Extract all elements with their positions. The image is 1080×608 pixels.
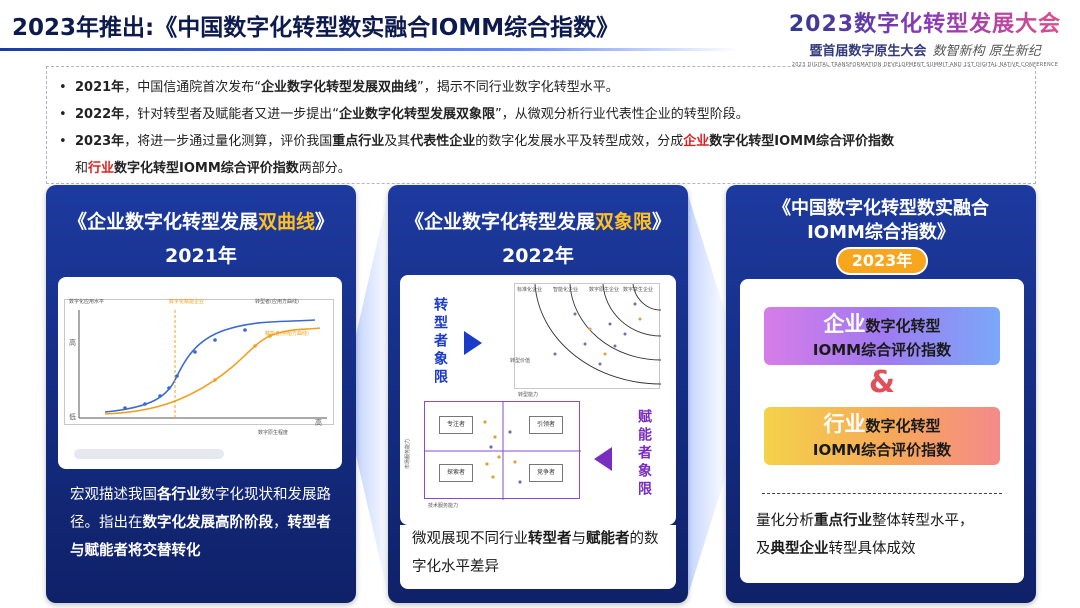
chart-xlabel: 数字原生程度 <box>258 430 289 436</box>
connector-beam-1 <box>356 195 388 595</box>
panel1-divider-bar <box>74 449 224 459</box>
axis-xhigh: 高 <box>315 419 322 427</box>
quadrant-box-focuser: 专注者 <box>439 416 473 434</box>
enabler-xlabel: 技术服务能力 <box>428 503 459 509</box>
curve-label-transformer: 转型者(应用方曲线) <box>255 299 299 305</box>
panel1-title: 《企业数字化转型发展双曲线》 <box>67 211 335 233</box>
panel2-description: 微观展现不同行业转型者与赋能者的数字化水平差异 <box>400 525 676 589</box>
page-title: 2023年推出:《中国数字化转型数实融合IOMM综合指数》 <box>12 15 620 41</box>
logo-slogan: 数智新构 原生新纪 <box>932 44 1041 59</box>
logo-line3: 2023 DIGITAL TRANSFORMATION DEVELOPMENT … <box>791 62 1059 68</box>
panel-iomm-index: 《中国数字化转型数实融合 IOMM综合指数》 2023年 企业数字化转型 IOM… <box>726 185 1036 603</box>
enterprise-index-card: 企业数字化转型 IOMM综合评价指数 <box>764 307 1000 365</box>
enabler-quadrant-svg <box>425 402 581 500</box>
panel2-year: 2022年 <box>502 245 574 267</box>
curve-label-supplier: 赋能者(供给方曲线) <box>265 331 309 337</box>
enabler-quadrant-chart: 专注者 引领者 探索者 竞争者 <box>424 401 581 500</box>
logo-line1: 2023数字化转型发展大会 <box>780 6 1070 38</box>
chart-ylabel: 数字化应用水平 <box>69 299 105 305</box>
panel2-title: 《企业数字化转型发展双象限》 <box>404 211 672 233</box>
panel1-chart-card: 数字化应用水平 数字化赋能企业 转型者(应用方曲线) 赋能者(供给方曲线) 高 … <box>58 277 342 469</box>
ampersand: & <box>868 365 896 400</box>
panel-dual-curve: 《企业数字化转型发展双曲线》 2021年 数字化应用水平 数字化赋能企 <box>46 185 356 603</box>
enabler-ylabel: 市场服务能力 <box>405 438 411 469</box>
title-underline <box>0 48 740 51</box>
col-label-1: 标准化企业 <box>517 287 543 293</box>
curve-label-enabler: 数字化赋能企业 <box>169 299 205 305</box>
year-badge-2023: 2023年 <box>836 247 928 275</box>
panel1-year: 2021年 <box>165 245 237 267</box>
transformer-quadrant-chart: 标准化企业 智能化企业 数字原生企业 数字孪生企业 <box>514 283 662 389</box>
arrow-left-icon <box>594 447 612 471</box>
intro-bullet-2022: • 2022年，针对转型者及赋能者又进一步提出“企业数字化转型发展双象限”，从微… <box>59 107 749 122</box>
panel2-chart-card: 转型者象限 标准化企业 智能化企业 <box>400 275 676 525</box>
enabler-quadrant-label: 赋能者象限 <box>636 409 652 499</box>
axis-high: 高 <box>69 339 76 347</box>
panel3-description: 量化分析重点行业整体转型水平， 及典型企业转型具体成效 <box>756 513 974 557</box>
col-label-2: 智能化企业 <box>553 287 579 293</box>
panel-dual-quadrant: 《企业数字化转型发展双象限》 2022年 转型者象限 <box>388 185 688 603</box>
axis-low: 低 <box>69 413 76 421</box>
transformer-quadrant-svg <box>534 283 662 385</box>
panel3-content-card: 企业数字化转型 IOMM综合评价指数 & 行业数字化转型 IOMM综合评价指数 … <box>740 279 1024 583</box>
quadrant-box-leader: 引领者 <box>529 416 563 434</box>
intro-bullet-2023: • 2023年，将进一步通过量化测算，评价我国重点行业及其代表性企业的数字化发展… <box>59 134 895 149</box>
connector-beam-2 <box>688 195 726 595</box>
dual-curve-chart: 数字化应用水平 数字化赋能企业 转型者(应用方曲线) 赋能者(供给方曲线) 高 … <box>64 299 334 427</box>
logo-line2: 暨首届数字原生大会数智新构 原生新纪 <box>809 44 1041 59</box>
transformer-xlabel: 转型能力 <box>518 392 539 398</box>
conference-logo: 2023数字化转型发展大会 暨首届数字原生大会数智新构 原生新纪 2023 DI… <box>780 6 1070 68</box>
transformer-quadrant-label: 转型者象限 <box>432 297 448 387</box>
panel1-description: 宏观描述我国各行业数字化现状和发展路径。指出在数字化发展高阶阶段，转型者与赋能者… <box>70 487 331 559</box>
industry-index-card: 行业数字化转型 IOMM综合评价指数 <box>764 407 1000 465</box>
col-label-3: 数字原生企业 <box>589 287 620 293</box>
transformer-ylabel: 转型价值 <box>510 358 531 364</box>
panel3-title: 《中国数字化转型数实融合 IOMM综合指数》 <box>773 198 989 243</box>
intro-box: • 2021年，中国信通院首次发布“企业数字化转型发展双曲线”，揭示不同行业数字… <box>46 66 1036 184</box>
dual-curve-svg <box>78 310 327 419</box>
col-label-4: 数字孪生企业 <box>623 287 654 293</box>
intro-bullet-2023-cont: 和行业数字化转型IOMM综合评价指数两部分。 <box>75 161 351 176</box>
panel3-divider <box>762 493 1002 494</box>
arrow-right-icon <box>464 331 482 355</box>
quadrant-box-competitor: 竞争者 <box>529 464 563 482</box>
quadrant-box-explorer: 探索者 <box>439 464 473 482</box>
intro-bullet-2021: • 2021年，中国信通院首次发布“企业数字化转型发展双曲线”，揭示不同行业数字… <box>59 80 619 95</box>
